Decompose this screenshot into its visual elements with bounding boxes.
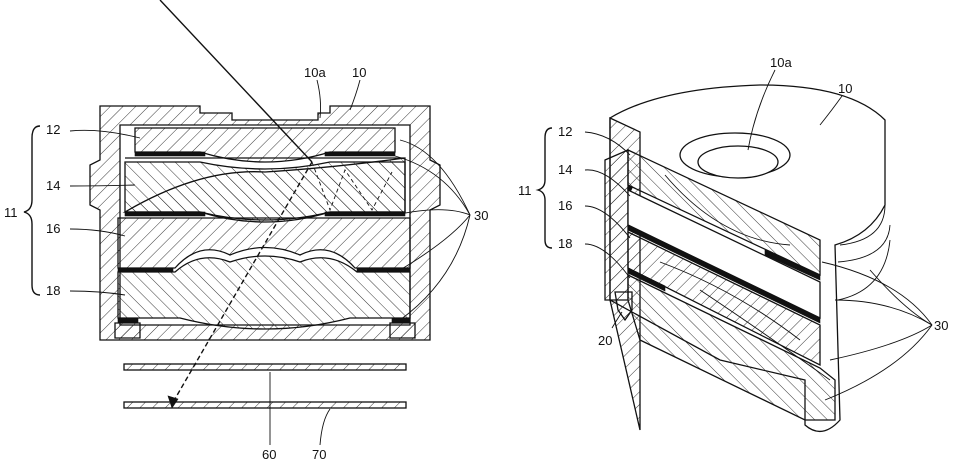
- right-perspective-view: 11 12 14 16 18 20 10a 10 30: [518, 55, 948, 432]
- leader-14-left: [69, 184, 136, 187]
- left-cross-section: 11 12 14 16 18 10a 10 30 60 70: [4, 0, 488, 462]
- aperture-10a-inner: [697, 145, 779, 179]
- label-18-right: 18: [558, 236, 572, 251]
- label-30-right: 30: [934, 318, 948, 333]
- label-10-right: 10: [838, 81, 852, 96]
- leader-30-right-b: [834, 299, 933, 326]
- label-20: 20: [598, 333, 612, 348]
- leader-30-left-d: [399, 214, 471, 271]
- label-30-left: 30: [474, 208, 488, 223]
- spacer-30g: [117, 317, 139, 324]
- leader-10-right: [819, 95, 843, 126]
- leader-10a-left: [316, 79, 322, 119]
- bracket-11-left: [23, 125, 41, 296]
- label-14-right: 14: [558, 162, 572, 177]
- leader-30-left-b: [394, 155, 471, 216]
- filter-plate-60: [123, 363, 407, 371]
- spacer-30-r3: [627, 267, 666, 292]
- leader-70: [319, 408, 331, 446]
- leader-12-left: [69, 129, 141, 139]
- label-11-right: 11: [518, 183, 532, 198]
- label-16-right: 16: [558, 198, 572, 213]
- label-14-left: 14: [46, 178, 60, 193]
- leader-30-left-c: [399, 209, 471, 216]
- spacer-30a: [134, 151, 206, 157]
- label-16-left: 16: [46, 221, 60, 236]
- label-10a-left: 10a: [304, 65, 326, 80]
- spacer-30-r2: [627, 224, 821, 324]
- label-60: 60: [262, 447, 276, 462]
- spacer-30b: [324, 151, 396, 157]
- leader-30-right-c: [869, 269, 933, 326]
- bracket-11-right: [535, 127, 553, 249]
- label-12-right: 12: [558, 124, 572, 139]
- spacer-30d: [324, 211, 406, 217]
- lens-curve-3: [699, 289, 831, 381]
- leader-18-right: [584, 243, 631, 279]
- retainer-right: [389, 322, 416, 339]
- barrel-step-1: [837, 224, 891, 263]
- spacer-30-r1: [626, 184, 634, 192]
- leader-30-right-a: [821, 261, 933, 326]
- label-10a-right: 10a: [770, 55, 792, 70]
- reflection-path: [311, 161, 393, 212]
- spacer-30c: [124, 211, 206, 217]
- leader-10a-right: [747, 69, 776, 151]
- leader-12-right: [584, 131, 631, 156]
- label-12-left: 12: [46, 122, 60, 137]
- lens-14-body: [124, 161, 406, 221]
- leader-30-left-e: [399, 214, 471, 321]
- lens-16-right: [627, 230, 821, 367]
- lens-18: [117, 255, 411, 330]
- leader-20: [611, 311, 623, 329]
- retainer-20: [614, 291, 633, 322]
- leader-16-right: [584, 205, 631, 239]
- lens-curve-2: [659, 261, 801, 341]
- label-70: 70: [312, 447, 326, 462]
- barrel-cut-front: [604, 149, 629, 301]
- leader-30-right-d: [829, 324, 933, 361]
- barrel-step-2: [837, 239, 891, 301]
- label-10-left: 10: [352, 65, 366, 80]
- leader-30-right-e: [824, 324, 933, 401]
- label-11-left: 11: [4, 205, 18, 220]
- leader-18-left: [69, 290, 126, 296]
- lens-16: [117, 217, 411, 269]
- retainer-left: [114, 322, 141, 339]
- sensor-plate-70: [123, 401, 407, 409]
- leader-10-left: [349, 79, 361, 111]
- lens-curve-1: [664, 174, 791, 246]
- spacer-30-r1b: [764, 249, 821, 281]
- leader-30-left-a: [399, 139, 471, 216]
- leader-16-left: [69, 228, 126, 237]
- leader-14-right: [584, 169, 631, 197]
- barrel-ring-edge: [839, 204, 886, 246]
- label-18-left: 18: [46, 283, 60, 298]
- light-ray-solid: [159, 0, 313, 163]
